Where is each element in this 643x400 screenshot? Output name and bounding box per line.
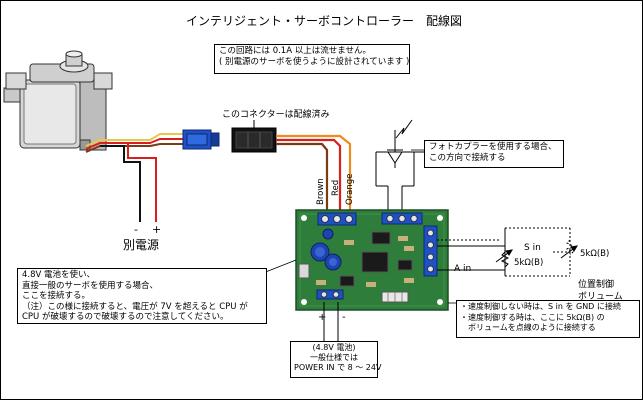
connector-note: このコネクターは配線済み	[222, 108, 330, 120]
controller-board	[295, 209, 449, 311]
power-in-leads	[323, 302, 339, 342]
battery-note-line-2: 直接一般のサーボを使用する場合、	[22, 280, 159, 291]
pot-arrows	[495, 245, 578, 263]
prewired-connector	[231, 127, 277, 153]
speed-note-line-2: ・速度制御する時は、ここに 5kΩ(B) の	[460, 312, 605, 322]
power-in-note: (4.8V 電池) 一般仕様では POWER IN で 8 ～ 24V	[290, 341, 382, 378]
power-in-line-1: (4.8V 電池)	[312, 343, 356, 352]
power-minus-label: -	[134, 223, 138, 236]
notice-box: この回路には 0.1A 以上は流せません。 ( 別電源のサーボを使うように設計さ…	[214, 44, 410, 74]
pot-r1-label: 5kΩ(B)	[514, 258, 543, 268]
volume-label-1: 位置制御	[578, 278, 614, 290]
wire-label-brown: Brown	[316, 178, 326, 205]
battery-note: 4.8V 電池を使い、 直接一般のサーボを使用する場合、 ここを接続する。 （注…	[17, 268, 267, 324]
page-title: インテリジェント・サーボコントローラー 配線図	[186, 13, 462, 28]
speed-note-line-3: ボリュームを点線のように接続する	[460, 323, 596, 332]
connector-wires	[276, 134, 352, 212]
servo-connector-plug	[182, 129, 220, 150]
separate-power-label: 別電源	[123, 238, 159, 252]
photocoupler-note: フォトカプラーを使用する場合、 この方向で接続する	[424, 140, 564, 168]
notice-line-2: ( 別電源のサーボを使うように設計されています )	[219, 56, 410, 67]
pot-r2-label: 5kΩ(B)	[580, 249, 609, 259]
power-in-minus: -	[342, 312, 346, 323]
power-in-line-3: POWER IN で 8 ～ 24V	[294, 363, 382, 372]
speed-note-line-1: ・速度制御しない時は、S in を GND に接続	[460, 302, 621, 311]
photocoupler-note-line-2: この方向で接続する	[429, 152, 506, 163]
volume-label-2: ボリューム	[578, 291, 623, 302]
a-in-label: A in	[454, 264, 471, 274]
photocoupler-note-line-1: フォトカプラーを使用する場合、	[429, 142, 557, 152]
battery-note-line-1: 4.8V 電池を使い、	[22, 270, 96, 280]
notice-line-1: この回路には 0.1A 以上は流せません。	[219, 46, 371, 56]
battery-note-line-3: ここを接続する。	[22, 291, 91, 301]
battery-note-line-4: （注）この様に接続すると、電圧が 7V を超えると CPU が	[22, 301, 248, 312]
servo-cable	[85, 133, 186, 153]
photocoupler-symbol	[375, 119, 424, 212]
pot-wiring	[437, 228, 510, 276]
servo-motor-icon	[3, 50, 113, 151]
wire-label-orange: Orange	[345, 174, 355, 205]
power-lead	[100, 142, 157, 222]
power-in-plus: +	[318, 312, 326, 323]
power-in-line-2: 一般仕様では	[310, 353, 358, 362]
power-plus-label: +	[152, 223, 161, 236]
battery-note-line-5: CPU が破壊するので破壊するので注意してください。	[22, 312, 229, 322]
pot-dotted-wiring	[437, 227, 575, 277]
wire-label-red: Red	[331, 180, 341, 196]
speed-note: ・速度制御しない時は、S in を GND に接続 ・速度制御する時は、ここに …	[456, 300, 640, 338]
s-in-label: S in	[524, 243, 541, 253]
